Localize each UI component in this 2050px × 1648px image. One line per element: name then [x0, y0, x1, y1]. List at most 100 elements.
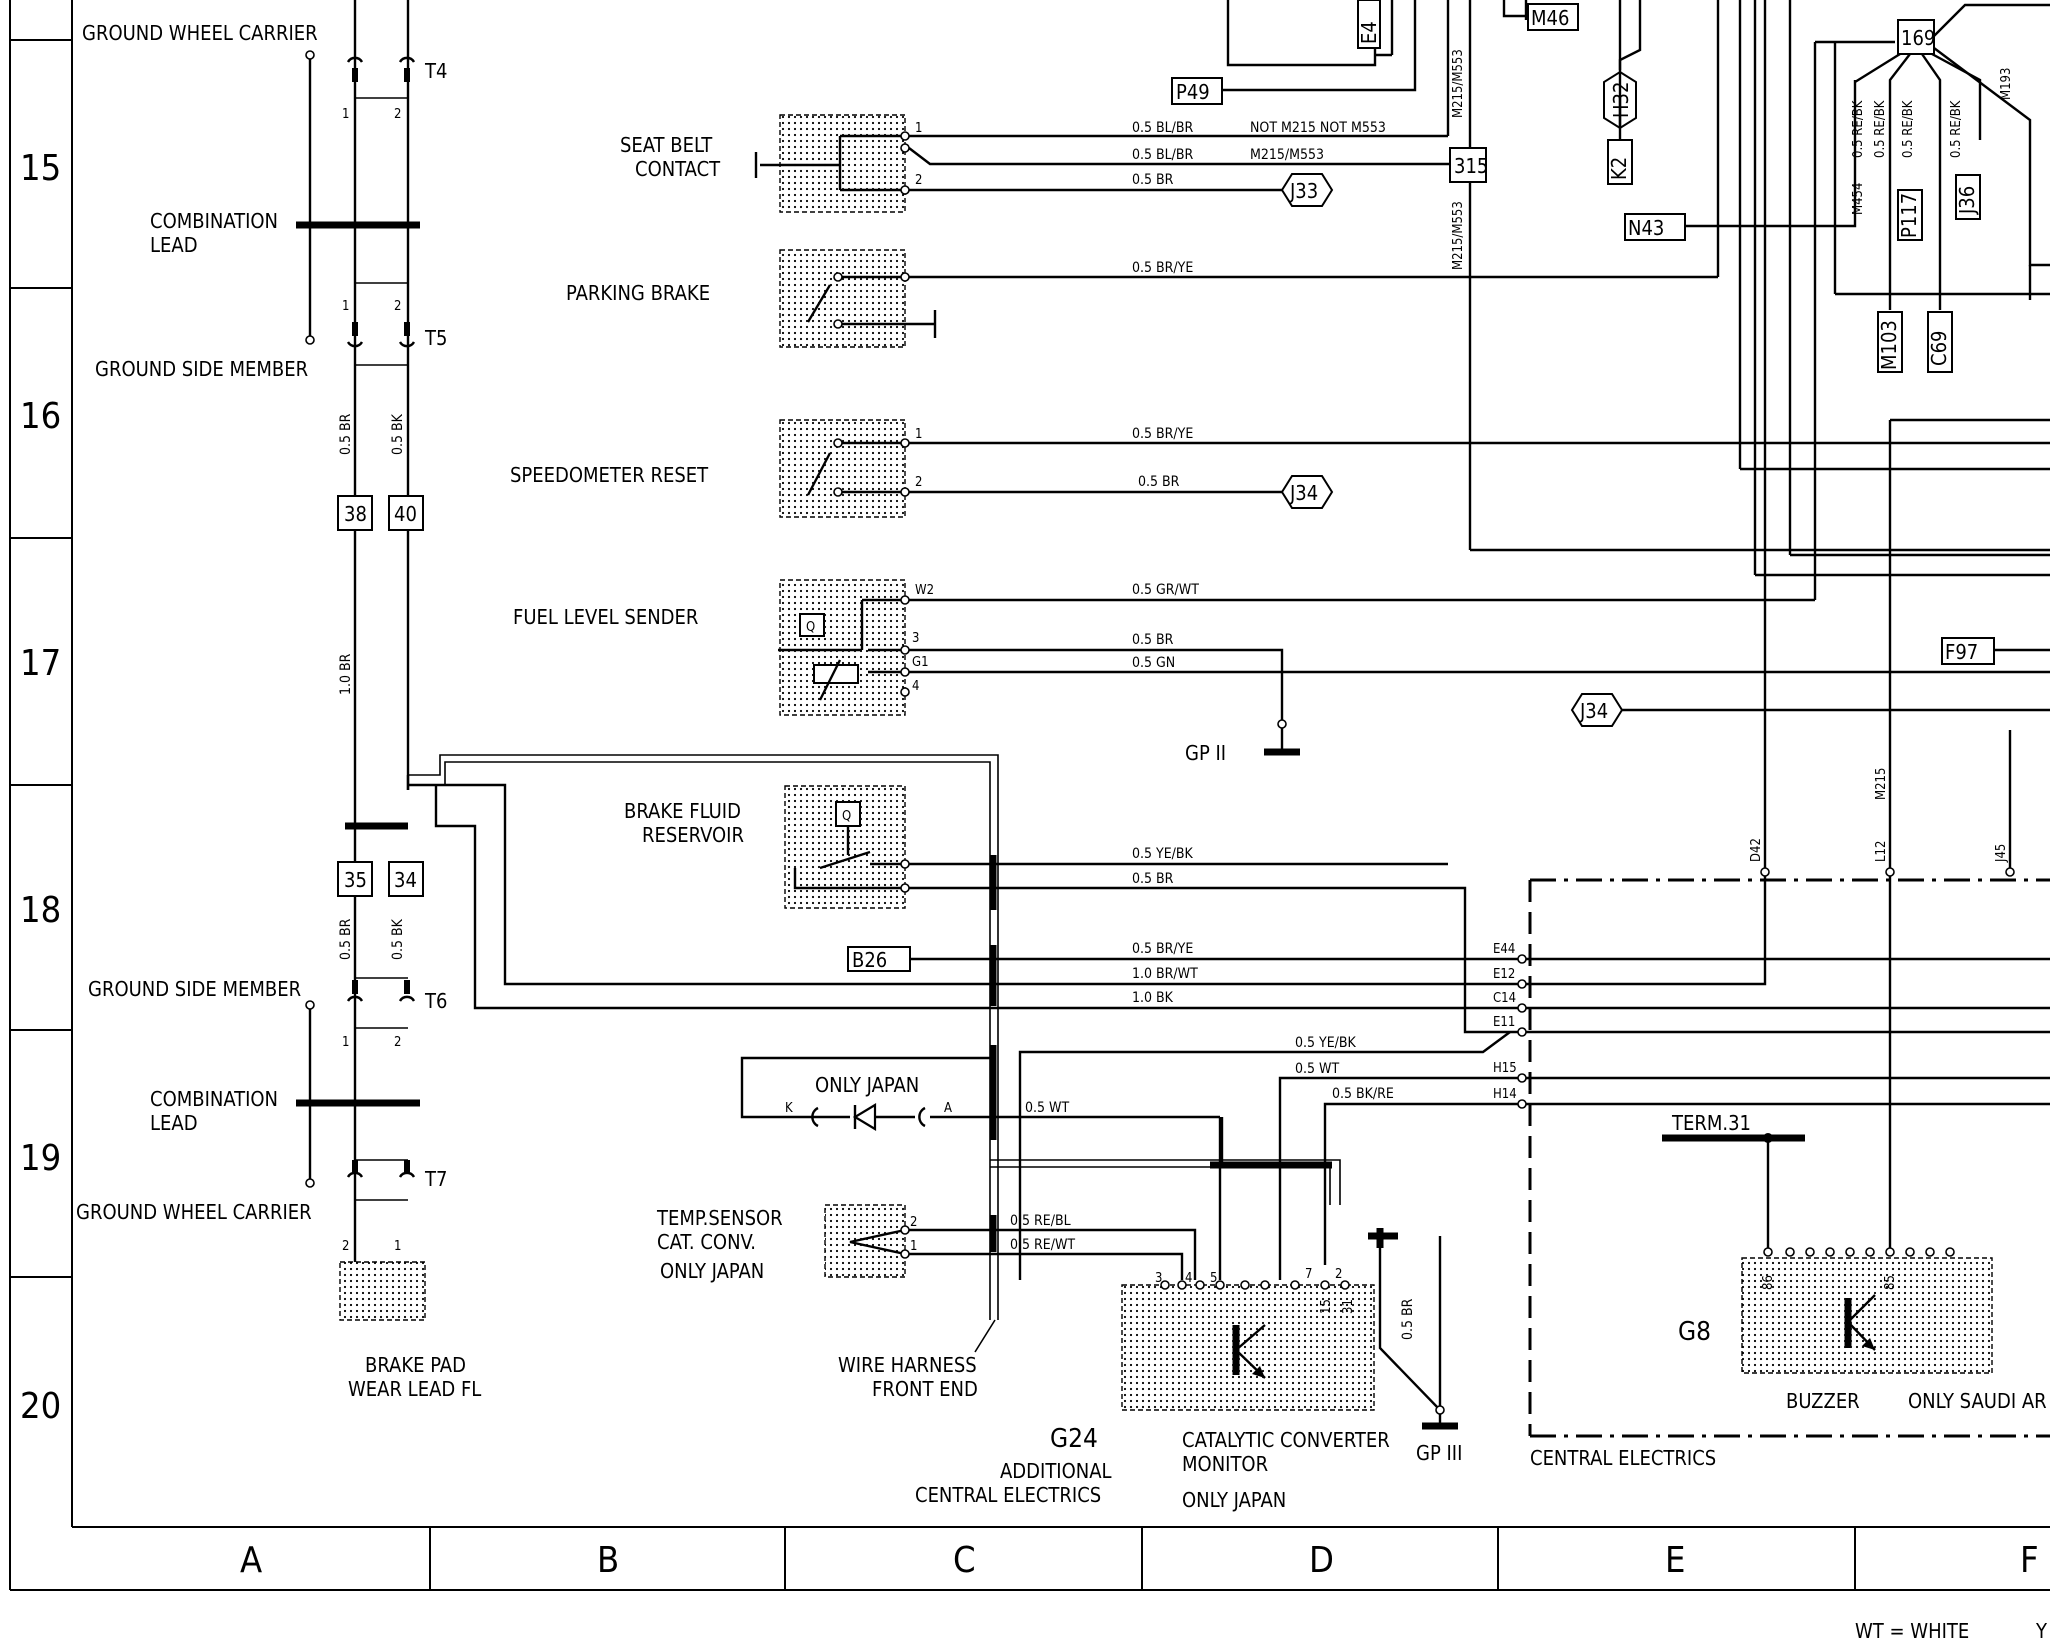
component-label: SPEEDOMETER RESET [510, 463, 709, 487]
ref-label: C69 [1927, 331, 1951, 366]
wire-label: M215/M553 [1451, 49, 1466, 118]
connector-label: 34 [394, 868, 417, 892]
component-label: CATALYTIC CONVERTER [1182, 1428, 1390, 1452]
wire-label: 0.5 BR [1138, 474, 1180, 490]
component-label: BUZZER [1786, 1389, 1860, 1413]
column-letter: D [1309, 1540, 1334, 1581]
component-label: CONTACT [635, 157, 721, 181]
pin-label: K [785, 1101, 793, 1116]
component-label: PARKING BRAKE [566, 281, 710, 305]
wire-label: 0.5 GR/WT [1132, 582, 1199, 598]
wire-label: 0.5 YE/BK [1295, 1035, 1357, 1051]
ref-label: J34 [1289, 481, 1318, 505]
pin-number: 1 [394, 1239, 401, 1254]
ground-label: GROUND WHEEL CARRIER [76, 1200, 312, 1224]
wire-label: M215/M553 [1250, 147, 1324, 163]
ref-label: K2 [1607, 157, 1631, 180]
wire-label: M454 [1851, 183, 1866, 215]
pin-label: 7 [1305, 1267, 1312, 1282]
pin-label: 5 [1210, 1271, 1217, 1286]
pin-label: 3 [1155, 1271, 1162, 1286]
ref-label: 169 [1901, 26, 1935, 50]
wire-label: 0.5 BR [1132, 871, 1174, 887]
row-number: 20 [20, 1386, 61, 1427]
wire-label: 0.5 WT [1025, 1100, 1069, 1116]
brake-fluid-reservoir: BRAKE FLUID RESERVOIR Q 0.5 YE/BK 0.5 BR [624, 785, 1518, 1034]
ref-315 [1449, 147, 1487, 183]
connector-label: 38 [344, 502, 367, 526]
wire-label: 0.5 BL/BR [1132, 147, 1194, 163]
combination-lead-label: LEAD [150, 1111, 198, 1135]
harness-wire-label: 0.5 BK [390, 918, 406, 960]
component-label: SEAT BELT [620, 133, 713, 157]
component-label: RESERVOIR [642, 823, 744, 847]
wire-label: 0.5 RE/BK [1873, 100, 1888, 158]
ref-m103 [1877, 311, 1903, 373]
pin-label: 31 [1341, 1299, 1356, 1314]
ref-label: M103 [1877, 320, 1901, 370]
connector-34 [388, 861, 424, 897]
component-label: BRAKE FLUID [624, 799, 741, 823]
ref-c69 [1927, 311, 1953, 373]
column-letter: A [240, 1540, 262, 1581]
pin-number: 2 [394, 1035, 401, 1050]
wire-label: 0.5 RE/BK [1949, 100, 1964, 158]
ground-label: GP III [1416, 1441, 1462, 1465]
row-number: 18 [20, 890, 61, 931]
ref-j34 [1280, 475, 1334, 509]
ref-k2 [1607, 139, 1633, 185]
row-number: 15 [20, 148, 61, 189]
central-pins [1517, 954, 1527, 1109]
wire-label: 0.5 RE/BK [1851, 100, 1866, 158]
g8-buzzer [1741, 1257, 1993, 1374]
ref-label: E4 [1357, 21, 1381, 44]
pin-label: E11 [1493, 1015, 1515, 1030]
pin-label: 2 [910, 1215, 917, 1230]
component-label: CAT. CONV. [657, 1230, 756, 1254]
legend-text: WT = WHITE [1855, 1619, 1969, 1643]
column-letter: E [1665, 1540, 1685, 1581]
pin-label: W2 [915, 583, 934, 598]
column-letter: C [953, 1540, 976, 1581]
pin-label: 15 [1319, 1299, 1334, 1314]
wire-label: 0.5 BL/BR [1132, 120, 1194, 136]
pin-label: D42 [1749, 838, 1764, 862]
wire-label: 0.5 RE/BL [1010, 1213, 1071, 1229]
component-label: ONLY SAUDI AR [1908, 1389, 2047, 1413]
g24-catalytic-monitor: 3 4 5 7 2 15 31 0.5 BR GP III G24 ADDITI… [915, 1117, 1462, 1512]
pin-number: 2 [394, 299, 401, 314]
wire-label: 0.5 BK/RE [1332, 1086, 1394, 1102]
pin-label: 1 [915, 121, 922, 136]
gauge-q-label: Q [842, 809, 851, 824]
component-label: BRAKE PAD [365, 1353, 466, 1377]
harness-wire-label: 0.5 BK [390, 413, 406, 455]
terminal-label: T7 [424, 1167, 447, 1191]
wire-label: 0.5 BR [1132, 632, 1174, 648]
wire-label: 0.5 RE/BK [1901, 100, 1916, 158]
connector-label: 35 [344, 868, 367, 892]
component-label: ONLY JAPAN [815, 1073, 919, 1097]
fuel-level-sender: FUEL LEVEL SENDER Q W2 3 G1 4 GP II 0.5 … [513, 579, 2050, 765]
wire-label: M215 [1874, 768, 1889, 800]
ref-e4 [1357, 0, 1381, 49]
pin-label: 4 [912, 679, 919, 694]
ref-n43 [1624, 213, 1686, 241]
wire-label: M193 [1999, 68, 2014, 100]
ref-p49 [1171, 77, 1223, 105]
ref-j33 [1280, 173, 1334, 207]
ref-169 [1897, 19, 1935, 55]
seat-belt-contact: SEAT BELT CONTACT 1 2 0.5 BL/BR NOT M215… [620, 114, 1450, 213]
terminal-label: T4 [424, 59, 447, 83]
pin-label: 2 [915, 173, 922, 188]
ref-label: B26 [852, 948, 887, 972]
connector-35 [337, 861, 373, 897]
row-number: 19 [20, 1138, 61, 1179]
ref-label: F97 [1945, 640, 1978, 664]
combination-lead-label: COMBINATION [150, 1087, 278, 1111]
ref-label: P117 [1897, 193, 1921, 238]
ref-label: J33 [1289, 179, 1318, 203]
pin-label: J45 [1994, 844, 2009, 863]
component-label: WIRE HARNESS [838, 1353, 977, 1377]
parking-brake: PARKING BRAKE 0.5 BR/YE [566, 249, 1718, 348]
